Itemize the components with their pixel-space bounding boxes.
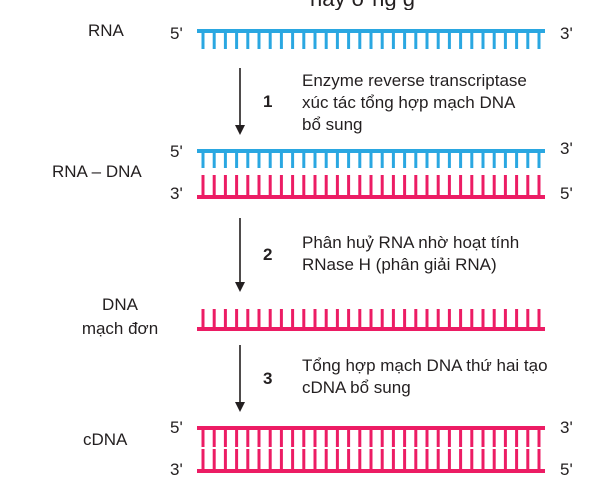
rna-5prime-label: 5' <box>170 24 183 43</box>
step-2-line-1: Phân huỷ RNA nhờ hoạt tính <box>302 233 520 252</box>
hybrid-dna-5prime-label: 5' <box>560 184 573 203</box>
step-3-description: Tổng hợp mạch DNA thứ hai tạo cDNA bổ su… <box>302 355 548 399</box>
step-3-arrow <box>235 345 245 412</box>
cdna-top-strand <box>197 426 545 447</box>
row-label-dna-single: DNA mạch đơn <box>80 293 160 341</box>
step-3-line-1: Tổng hợp mạch DNA thứ hai tạo <box>302 356 548 375</box>
step-2-arrow <box>235 218 245 292</box>
hybrid-dna-strand <box>197 175 545 199</box>
step-2-number: 2 <box>263 245 273 264</box>
step-1-line-1: Enzyme reverse transcriptase <box>302 71 527 90</box>
row-label-cdna: cDNA <box>83 430 128 449</box>
step-3-line-2: cDNA bổ sung <box>302 378 411 397</box>
row-label-rna: RNA <box>88 21 124 40</box>
step-2-line-2: RNase H (phân giải RNA) <box>302 255 497 274</box>
step-1-arrow-head <box>235 125 245 135</box>
hybrid-rna-3prime-label: 3' <box>560 139 573 158</box>
step-3-arrow-head <box>235 402 245 412</box>
step-2-arrow-head <box>235 282 245 292</box>
rna-3prime-label: 3' <box>560 24 573 43</box>
single-dna-strand <box>197 309 545 331</box>
hybrid-rna-strand <box>197 149 545 168</box>
rna-strand <box>197 29 545 49</box>
row-label-rna-dna: RNA – DNA <box>52 162 142 181</box>
cdna-top-3prime-label: 3' <box>560 418 573 437</box>
step-1-line-3: bổ sung <box>302 115 363 134</box>
cdna-top-5prime-label: 5' <box>170 418 183 437</box>
step-1-description: Enzyme reverse transcriptase xúc tác tổn… <box>302 70 527 136</box>
step-2-description: Phân huỷ RNA nhờ hoạt tính RNase H (phân… <box>302 232 519 276</box>
step-1-line-2: xúc tác tổng hợp mạch DNA <box>302 93 516 112</box>
cdna-bottom-strand <box>197 449 545 473</box>
step-3-number: 3 <box>263 369 273 388</box>
hybrid-dna-3prime-label: 3' <box>170 184 183 203</box>
row-label-dna-line1: DNA <box>102 295 138 314</box>
cropped-top-text: hay ở ng g <box>0 0 613 10</box>
step-1-number: 1 <box>263 92 273 111</box>
cdna-bottom-3prime-label: 3' <box>170 460 183 479</box>
row-label-dna-line2: mạch đơn <box>81 319 159 338</box>
step-1-arrow <box>235 68 245 135</box>
cdna-bottom-5prime-label: 5' <box>560 460 573 479</box>
hybrid-rna-5prime-label: 5' <box>170 142 183 161</box>
